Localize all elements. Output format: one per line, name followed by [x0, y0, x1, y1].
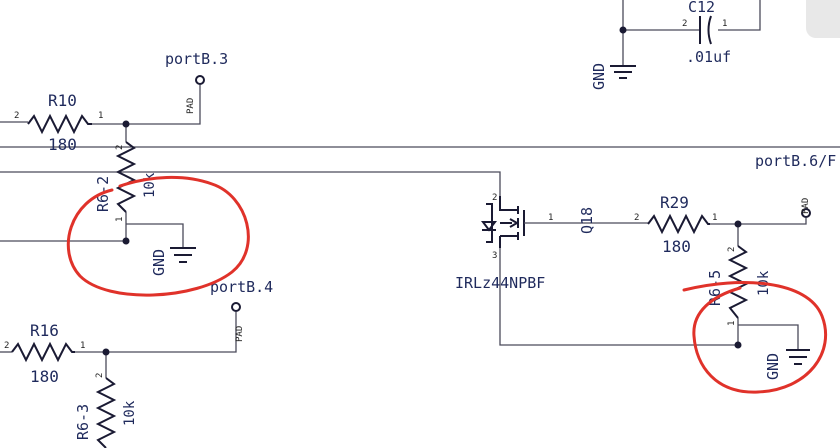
- junction-dot-c12: [619, 26, 627, 34]
- wires: [0, 0, 840, 378]
- label-portb3: portB.3: [165, 50, 228, 68]
- label-pad-portb4: PAD: [235, 326, 245, 342]
- pin-q18-2: 2: [492, 193, 497, 203]
- label-r10-value: 180: [48, 135, 77, 154]
- window-corner-tab: [806, 0, 840, 38]
- pin-r63-2: 2: [95, 373, 105, 378]
- label-r29: R29: [660, 193, 689, 212]
- gnd-symbol-r65: [786, 349, 810, 365]
- pin-r65-2: 2: [727, 247, 737, 252]
- label-gnd-top: GND: [590, 63, 608, 90]
- annotation-circle-right: [682, 281, 828, 394]
- pin-r65-1: 1: [727, 321, 737, 326]
- wire-gnd-r62: [126, 223, 184, 248]
- label-r63: R6-3: [74, 404, 92, 440]
- label-r16: R16: [30, 321, 59, 340]
- wire-r16-right: [75, 312, 237, 353]
- resistor-r29: [647, 213, 710, 235]
- wire-r10-right: [92, 85, 201, 125]
- pin-r29-1: 1: [712, 213, 717, 223]
- wire-c12-right: [718, 0, 761, 31]
- label-gnd-r62: GND: [150, 249, 168, 276]
- label-q18: Q18: [578, 207, 596, 234]
- label-pad-portb3: PAD: [186, 98, 196, 114]
- junction-dot-r62: [122, 237, 130, 245]
- label-portb4: portB.4: [210, 278, 273, 296]
- junction-dot-r29: [734, 220, 742, 228]
- label-c12: C12: [688, 0, 715, 16]
- resistor-r63: [95, 377, 117, 448]
- junction-dot-r16: [102, 348, 110, 356]
- pad-portb4: [231, 302, 241, 312]
- pin-r10-1: 1: [98, 111, 103, 121]
- label-r10: R10: [48, 91, 77, 110]
- label-r63-value: 10k: [122, 400, 138, 426]
- resistor-r10: [27, 113, 92, 135]
- label-r65: R6-5: [706, 270, 724, 306]
- resistor-r16: [11, 341, 75, 363]
- label-mosfet-part: IRLz44NPBF: [455, 274, 545, 292]
- pin-r62-1: 1: [115, 217, 125, 222]
- pin-r29-2: 2: [634, 213, 639, 223]
- pin-r16-2: 2: [4, 341, 9, 351]
- pin-c12-1: 1: [722, 19, 727, 29]
- pad-portb3: [195, 75, 205, 85]
- pin-q18-1: 1: [548, 213, 553, 223]
- wire-r29-right: [710, 218, 807, 225]
- pin-c12-2: 2: [682, 19, 687, 29]
- wire-gate-line: [0, 171, 501, 196]
- gnd-symbol-top: [610, 65, 636, 79]
- resistor-r65: [727, 245, 749, 319]
- pin-r10-2: 2: [14, 111, 19, 121]
- label-r62-value: 10k: [142, 172, 158, 198]
- pin-r16-1: 1: [80, 341, 85, 351]
- pin-r62-2: 2: [115, 145, 125, 150]
- pad-portb6: [801, 208, 811, 218]
- mosfet-q18: [481, 196, 527, 248]
- label-c12-value: .01uf: [686, 48, 731, 66]
- label-gnd-r65: GND: [764, 353, 782, 380]
- gnd-symbol-r62: [170, 247, 196, 263]
- junction-dot-r10: [122, 120, 130, 128]
- annotation-circle-left: [66, 176, 250, 297]
- capacitor-c12: [699, 15, 712, 45]
- label-portb6: portB.6/F: [755, 152, 836, 170]
- resistor-r62: [115, 141, 137, 213]
- label-r16-value: 180: [30, 367, 59, 386]
- wire-gnd-r65: [738, 324, 799, 350]
- label-pad-portb6: PAD: [801, 198, 811, 214]
- pin-q18-3: 3: [492, 251, 497, 261]
- wire-source: [499, 248, 738, 346]
- junction-dot-r65: [734, 341, 742, 349]
- label-r29-value: 180: [662, 237, 691, 256]
